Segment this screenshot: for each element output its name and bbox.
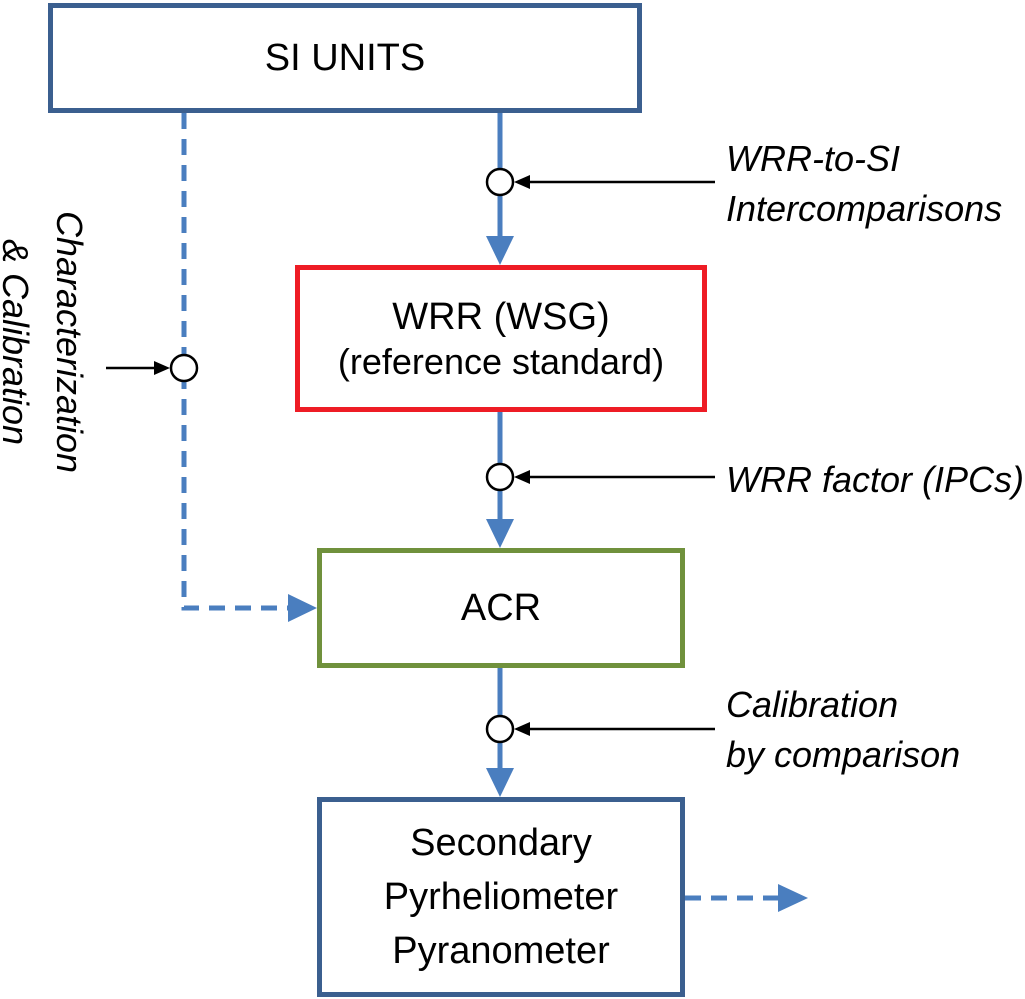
arrowhead-acr-to-secondary [486,768,514,797]
secondary-line-1: Secondary [410,822,592,864]
junction-wrr-to-si [485,167,515,197]
annotation-characterization-line-2: & Calibration [0,239,36,446]
input-head-wrr-factor [514,470,530,484]
annotation-wrr-to-si-line-2: Intercomparisons [726,188,1003,229]
si-units-label: SI UNITS [264,37,426,79]
arrowhead-si-to-wrr [486,236,514,265]
annotation-wrr-to-si-line-1: WRR-to-SI [726,138,900,179]
acr-label: ACR [460,587,542,629]
secondary-line-2: Pyrheliometer [383,876,619,918]
junction-calibration [485,714,515,744]
annotation-calibration-line-2: by comparison [726,734,961,775]
acr-box: ACR [317,548,685,668]
secondary-box: Secondary Pyrheliometer Pyranometer [317,797,685,997]
input-head-characterization [154,361,170,375]
annotation-wrr-factor: WRR factor (IPCs) [726,455,1024,505]
secondary-line-3: Pyranometer [392,930,610,972]
wrr-box: WRR (WSG) (reference standard) [295,265,707,412]
dashed-si-to-acr [181,113,290,611]
annotation-characterization-line-1: Characterization [49,210,90,474]
arrowhead-secondary-out [778,884,808,912]
input-head-calibration [514,722,530,736]
annotation-calibration: Calibration by comparison [726,680,960,780]
arrowhead-dashed-acr [288,594,317,622]
annotation-characterization-text: Characterization & Calibration [0,211,96,473]
arrowhead-wrr-to-acr [486,519,514,548]
annotation-calibration-line-1: Calibration [726,684,899,725]
input-head-wrr-to-si [514,175,530,189]
wrr-title: WRR (WSG) [392,295,610,338]
annotation-wrr-to-si: WRR-to-SI Intercomparisons [726,134,1002,234]
wrr-subtitle: (reference standard) [337,340,665,382]
junction-characterization [169,353,199,383]
si-units-box: SI UNITS [48,3,642,113]
junction-wrr-factor [485,462,515,492]
annotation-wrr-factor-line-1: WRR factor (IPCs) [726,459,1025,500]
